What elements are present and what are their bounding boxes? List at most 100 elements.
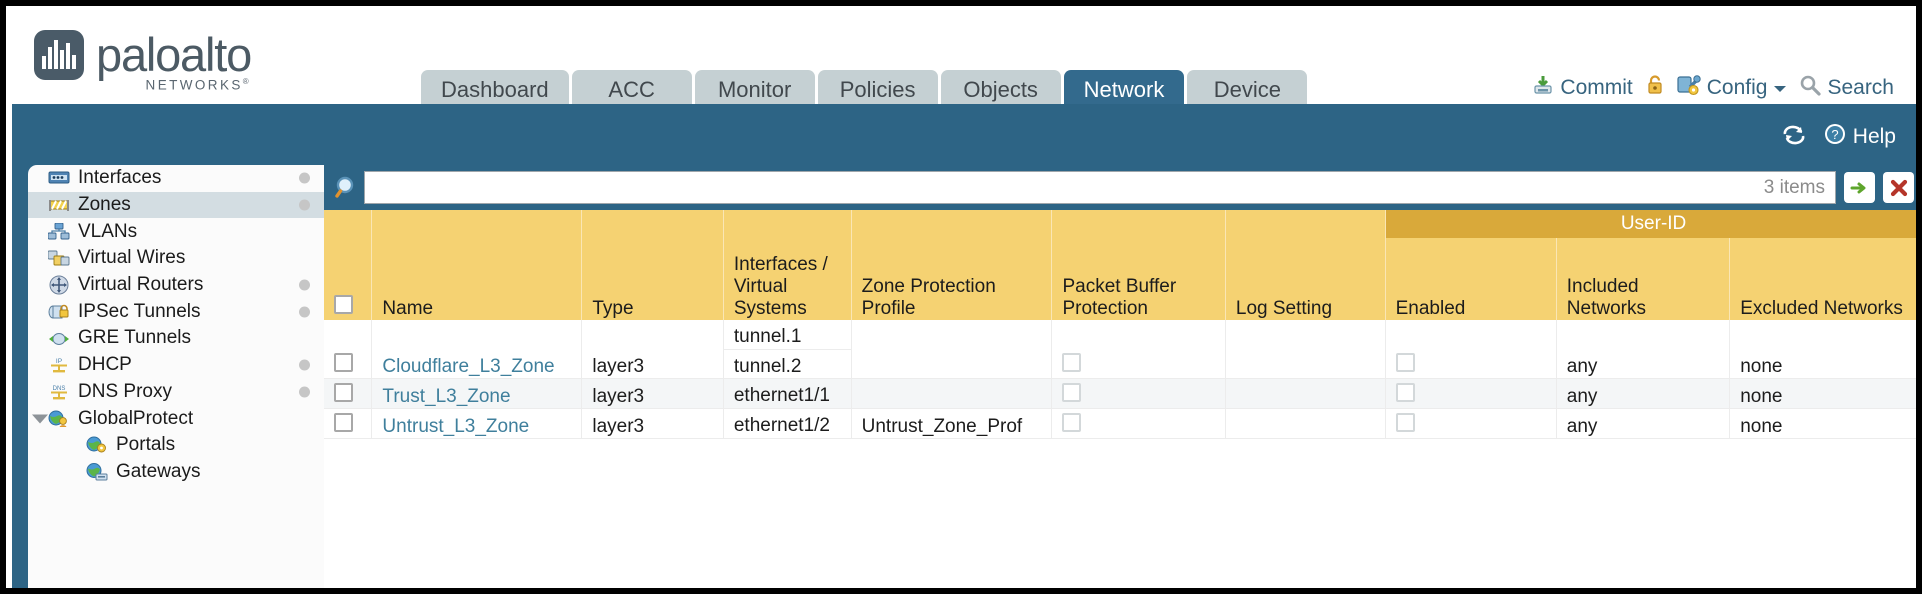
commit-label: Commit [1560,76,1633,99]
apply-filter-button[interactable] [1844,172,1875,203]
search-label: Search [1827,76,1894,99]
interface-entry: ethernet1/1 [733,385,830,406]
teal-toolbar [12,104,1916,165]
cell-interfaces: ethernet1/2 [723,408,852,439]
tab-policies[interactable]: Policies [817,70,938,110]
row-checkbox[interactable] [334,413,353,432]
tab-acc[interactable]: ACC [571,70,692,110]
commit-button[interactable]: Commit [1532,74,1633,102]
cell-name: Cloudflare_L3_Zone [371,320,583,379]
sidebar-item-gre-tunnels[interactable]: GRE Tunnels [28,325,324,352]
cell-included-networks: any [1556,378,1731,409]
sidebar: Interfaces Zones VLANs Vir [28,165,324,588]
table-row[interactable]: Trust_L3_Zone layer3 ethernet1/1 [324,378,1916,409]
group-spacer [1225,210,1386,238]
zone-name-link[interactable]: Untrust_L3_Zone [382,416,530,437]
config-dropdown[interactable]: Config [1677,74,1788,102]
cell-packet-buffer-protection [1051,320,1226,379]
config-label: Config [1706,76,1768,99]
lock-button[interactable] [1645,74,1665,102]
svg-text:?: ? [1831,127,1838,142]
cell-log-setting [1225,320,1386,379]
refresh-button[interactable] [1781,123,1807,151]
sidebar-item-globalprotect[interactable]: GlobalProtect [28,405,324,432]
column-header-row: Name Type Interfaces / Virtual Systems Z… [324,238,1916,320]
sidebar-item-label: Interfaces [78,167,162,189]
column-header-packet-buffer-protection[interactable]: Packet Buffer Protection [1051,238,1226,320]
ipsec-tunnels-icon [48,302,70,321]
group-spacer [371,210,583,238]
items-count-label: 3 items [1763,176,1825,198]
sidebar-item-dhcp[interactable]: IP DHCP [28,352,324,379]
filter-search-icon[interactable] [330,171,364,205]
column-header-name[interactable]: Name [371,238,583,320]
sidebar-item-interfaces[interactable]: Interfaces [28,165,324,192]
column-header-excluded-networks[interactable]: Excluded Networks [1729,238,1916,320]
cell-userid-enabled [1385,408,1557,439]
cell-type: layer3 [581,320,724,379]
cell-included-networks: any [1556,408,1731,439]
virtual-wires-icon [48,249,70,268]
status-dot [299,386,310,398]
sidebar-item-label: DHCP [78,354,132,376]
tab-network[interactable]: Network [1063,70,1185,110]
sidebar-item-zones[interactable]: Zones [28,191,324,219]
row-checkbox[interactable] [334,353,353,372]
column-header-enabled[interactable]: Enabled [1385,238,1557,320]
top-bar: paloalto NETWORKS® Dashboard ACC Monitor… [12,12,1916,110]
sidebar-item-portals[interactable]: Portals [28,432,324,459]
brand-logo: paloalto NETWORKS® [34,30,252,93]
select-all-checkbox[interactable] [334,295,353,314]
tab-monitor[interactable]: Monitor [694,70,815,110]
tab-objects[interactable]: Objects [940,70,1061,110]
cell-userid-enabled [1385,320,1557,379]
packet-buffer-protection-checkbox[interactable] [1062,353,1082,372]
sidebar-item-vlans[interactable]: VLANs [28,218,324,245]
teal-toolbar-actions: ? Help [1781,122,1896,152]
table-row[interactable]: Cloudflare_L3_Zone layer3 tunnel.1 tunne… [324,320,1916,379]
virtual-routers-icon [48,275,70,295]
help-label: Help [1852,125,1896,148]
sidebar-item-label: Zones [78,194,131,216]
cell-packet-buffer-protection [1051,408,1226,439]
refresh-icon [1781,123,1807,151]
help-icon: ? [1823,122,1847,152]
search-input[interactable]: 3 items [364,171,1836,204]
gateways-icon [86,462,108,481]
sidebar-item-ipsec-tunnels[interactable]: IPSec Tunnels [28,298,324,325]
column-header-zone-protection-profile[interactable]: Zone Protection Profile [851,238,1053,320]
userid-enabled-checkbox[interactable] [1395,353,1415,372]
help-button[interactable]: ? Help [1823,122,1896,152]
userid-enabled-checkbox[interactable] [1395,413,1415,432]
search-button[interactable]: Search [1799,74,1894,102]
collapse-caret-icon[interactable] [32,414,48,424]
column-header-type[interactable]: Type [581,238,724,320]
group-header-row: User-ID [324,210,1916,238]
sidebar-item-virtual-routers[interactable]: Virtual Routers [28,272,324,299]
portals-icon [86,436,108,455]
group-spacer [324,210,373,238]
group-spacer [581,210,724,238]
sidebar-item-label: GlobalProtect [78,407,194,429]
zone-name-link[interactable]: Cloudflare_L3_Zone [382,356,555,377]
column-header-log-setting[interactable]: Log Setting [1225,238,1386,320]
cell-interfaces: ethernet1/1 [723,378,852,409]
zone-name-link[interactable]: Trust_L3_Zone [382,386,511,407]
sidebar-item-label: IPSec Tunnels [78,300,201,322]
tab-device[interactable]: Device [1187,70,1308,110]
brand-tagline: NETWORKS® [145,77,252,93]
userid-enabled-checkbox[interactable] [1395,383,1415,402]
sidebar-item-gateways[interactable]: Gateways [28,459,324,486]
search-icon [1799,74,1822,102]
packet-buffer-protection-checkbox[interactable] [1062,413,1082,432]
sidebar-item-dns-proxy[interactable]: DNS DNS Proxy [28,379,324,406]
clear-filter-button[interactable] [1883,172,1914,203]
status-dot [299,306,310,318]
tab-dashboard[interactable]: Dashboard [421,70,569,110]
packet-buffer-protection-checkbox[interactable] [1062,383,1082,402]
column-header-included-networks[interactable]: Included Networks [1556,238,1731,320]
row-checkbox[interactable] [334,383,353,402]
sidebar-item-virtual-wires[interactable]: Virtual Wires [28,245,324,272]
table-row[interactable]: Untrust_L3_Zone layer3 ethernet1/2 Untru… [324,408,1916,439]
column-header-interfaces[interactable]: Interfaces / Virtual Systems [723,238,852,320]
